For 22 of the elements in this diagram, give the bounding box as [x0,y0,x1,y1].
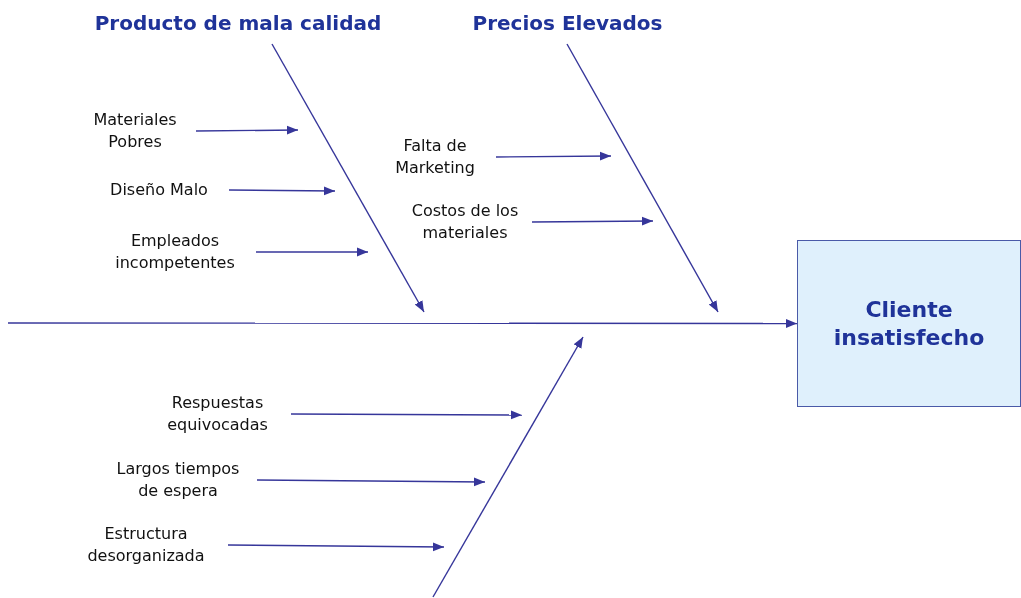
arrow [227,542,445,552]
arrow [255,247,369,257]
cause-label: Largos tiempos de espera [105,458,251,502]
spine-arrow [7,319,798,328]
cause-label: Estructura desorganizada [70,523,222,567]
arrow [531,216,654,226]
category-label: Precios Elevados [455,10,680,36]
arrow [256,477,486,487]
cause-label: Empleados incompetentes [100,230,250,274]
arrow [290,410,523,420]
bone-arrow [566,43,719,313]
cause-label: Costos de los materiales [404,200,526,244]
cause-label: Materiales Pobres [80,109,190,153]
category-label: Producto de mala calidad [78,10,398,36]
effect-box: Cliente insatisfecho [797,240,1021,407]
bone-arrow [271,43,425,313]
cause-label: Falta de Marketing [380,135,490,179]
cause-label: Diseño Malo [95,179,223,201]
arrow [495,151,612,161]
arrow [195,125,299,135]
arrow [228,186,336,196]
cause-label: Respuestas equivocadas [150,392,285,436]
